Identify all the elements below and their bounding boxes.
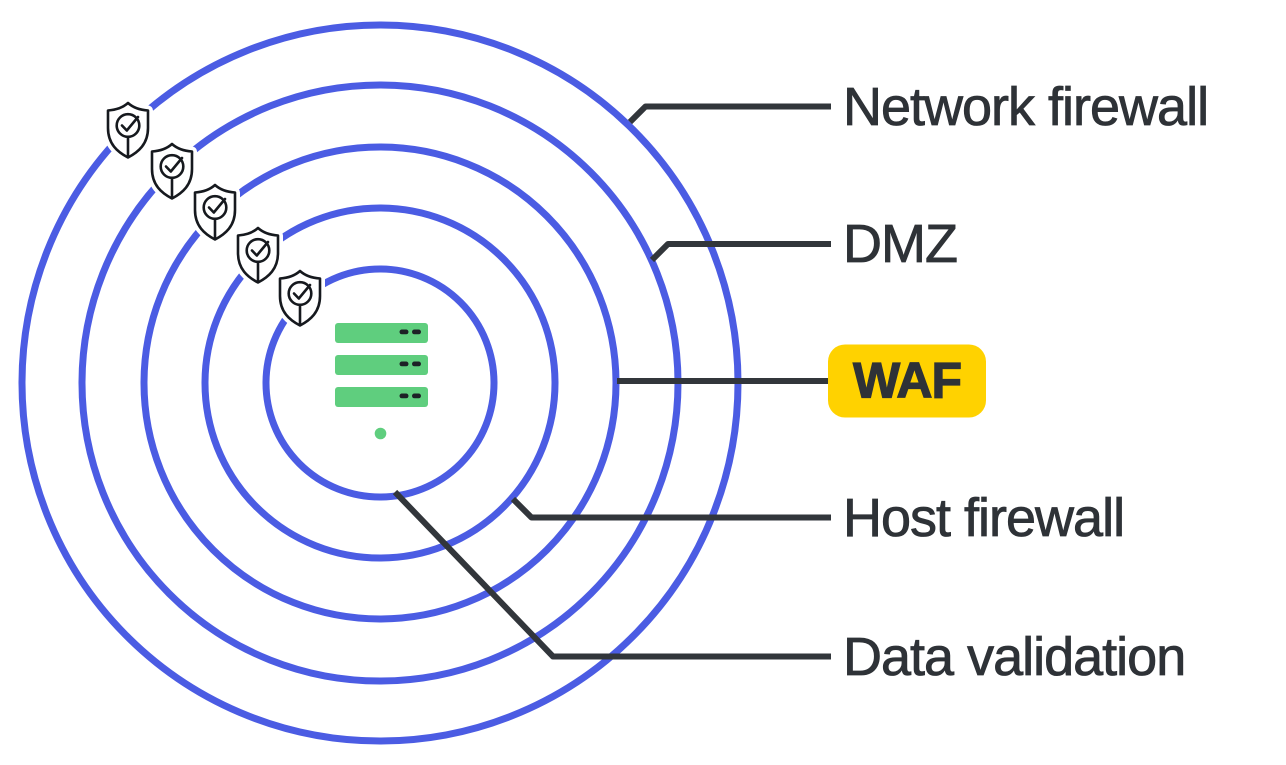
shield-marker-group bbox=[103, 98, 325, 331]
connector-network-firewall bbox=[627, 103, 831, 125]
label-dmz: DMZ bbox=[843, 214, 959, 275]
ring-data-validation bbox=[262, 265, 498, 501]
label-waf-highlighted: WAF bbox=[828, 344, 987, 418]
connector-data-validation bbox=[392, 489, 831, 660]
server-bar bbox=[335, 387, 428, 407]
shield-check-icon bbox=[103, 98, 153, 163]
server-bar bbox=[335, 355, 428, 375]
server-icon bbox=[335, 323, 428, 440]
server-led-dash bbox=[399, 329, 409, 335]
server-led-dash bbox=[399, 393, 409, 399]
label-network-firewall: Network firewall bbox=[843, 77, 1210, 138]
shield-check-icon bbox=[275, 266, 325, 331]
server-led-dash bbox=[412, 393, 421, 399]
shield-check-icon bbox=[233, 223, 283, 288]
connector-group bbox=[392, 103, 831, 660]
server-led-dash bbox=[399, 361, 409, 367]
connector-host-firewall bbox=[510, 496, 831, 521]
ring-host-firewall bbox=[201, 204, 559, 562]
shield-check-icon bbox=[147, 139, 197, 204]
label-host-firewall: Host firewall bbox=[843, 488, 1126, 549]
connector-dmz bbox=[649, 241, 831, 263]
label-data-validation: Data validation bbox=[843, 627, 1187, 688]
server-led-dash bbox=[412, 329, 421, 335]
status-dot bbox=[374, 427, 387, 440]
server-led-dash bbox=[412, 361, 421, 367]
ring-waf bbox=[140, 143, 620, 623]
server-bar bbox=[335, 323, 428, 343]
shield-check-icon bbox=[190, 180, 240, 245]
